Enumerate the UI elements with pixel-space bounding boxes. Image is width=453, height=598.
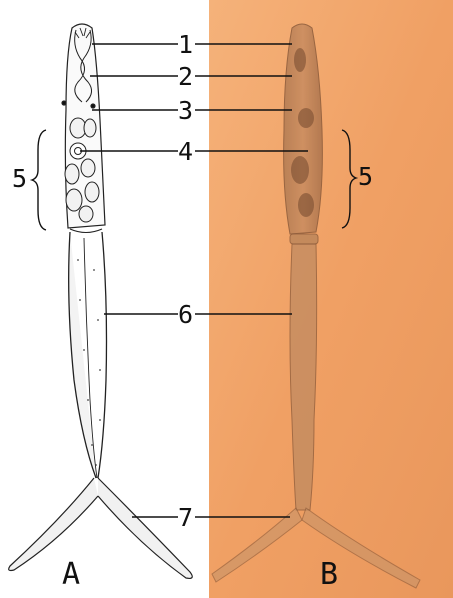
- label-5-right: 5: [358, 164, 373, 189]
- photo-panel-background: [209, 0, 453, 598]
- label-4: 4: [178, 139, 193, 164]
- panel-label-b: B: [320, 560, 338, 590]
- drawing-specimen: [9, 24, 193, 578]
- label-3: 3: [178, 98, 193, 123]
- label-1: 1: [178, 32, 193, 57]
- label-2: 2: [178, 64, 193, 89]
- label-6: 6: [178, 302, 193, 327]
- label-5-left: 5: [12, 166, 27, 191]
- panel-label-a: A: [62, 560, 80, 590]
- label-7: 7: [178, 505, 193, 530]
